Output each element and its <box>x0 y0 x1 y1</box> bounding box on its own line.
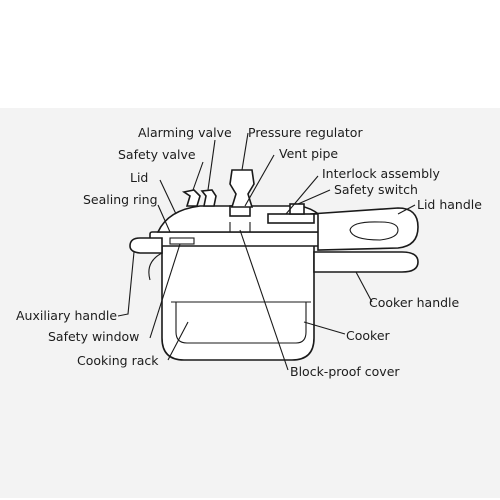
label-cooking-rack: Cooking rack <box>77 353 159 368</box>
label-cooker-handle: Cooker handle <box>369 295 460 310</box>
pressure-regulator <box>229 169 255 208</box>
label-safety-switch: Safety switch <box>334 182 418 197</box>
leader-safety-switch <box>297 189 331 205</box>
label-lid-handle: Lid handle <box>417 197 482 212</box>
leader-alarming-valve <box>207 139 216 191</box>
leader-vent-pipe <box>244 154 275 207</box>
safety-switch <box>289 203 305 215</box>
label-block-proof-cover: Block-proof cover <box>290 364 400 379</box>
leader-lid <box>159 179 177 215</box>
label-safety-valve: Safety valve <box>118 147 196 162</box>
leader-safety-window <box>149 243 181 339</box>
auxiliary-handle-shape <box>129 237 163 254</box>
leader-cooker-handle <box>355 271 373 303</box>
label-alarming-valve: Alarming valve <box>138 125 232 140</box>
leader-sealing-ring <box>157 204 171 233</box>
pressure-cooker-illustration <box>129 169 419 361</box>
leader-safety-valve <box>192 161 204 191</box>
leader-interlock-assembly <box>285 175 319 215</box>
leader-lid-handle <box>397 204 416 215</box>
interlock-assembly <box>267 213 315 224</box>
label-pressure-regulator: Pressure regulator <box>248 125 363 140</box>
lid-handle-grip <box>349 221 399 241</box>
safety-window <box>169 237 195 245</box>
label-sealing-ring: Sealing ring <box>83 192 158 207</box>
safety-valve <box>181 189 201 207</box>
leader-lines <box>117 132 416 371</box>
label-auxiliary-handle: Auxiliary handle <box>16 308 117 323</box>
label-safety-window: Safety window <box>48 329 139 344</box>
leader-auxiliary-handle <box>117 251 135 317</box>
leader-cooker <box>303 321 346 335</box>
label-cooker: Cooker <box>346 328 391 343</box>
cooking-rack <box>175 302 307 344</box>
cooker-handle-shape <box>313 251 419 273</box>
leader-pressure-regulator <box>241 132 249 171</box>
lid-handle-shape <box>309 207 419 251</box>
label-vent-pipe: Vent pipe <box>279 146 338 161</box>
leader-block-proof-cover <box>239 229 289 371</box>
leader-cooking-rack <box>167 321 189 361</box>
auxiliary-handle-bracket <box>148 252 163 281</box>
alarming-valve <box>200 189 217 207</box>
block-proof-cover <box>229 222 251 233</box>
labels: Alarming valve Pressure regulator Safety… <box>16 125 482 379</box>
label-lid: Lid <box>130 170 148 185</box>
label-interlock-assembly: Interlock assembly <box>322 166 441 181</box>
